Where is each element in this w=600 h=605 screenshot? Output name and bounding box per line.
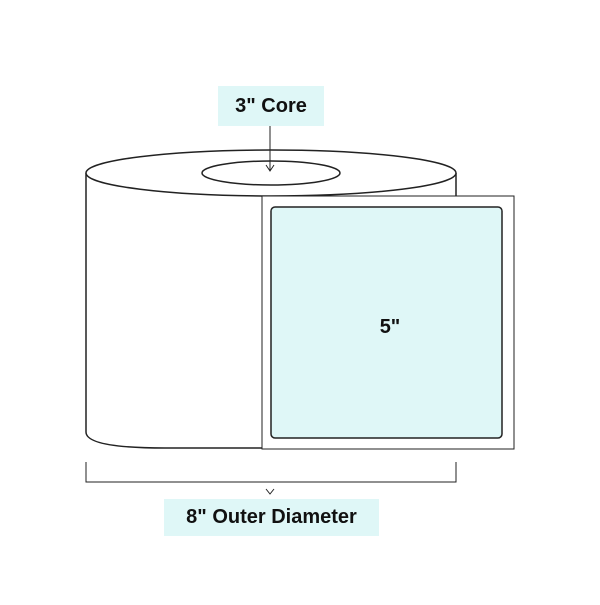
diameter-bracket [85, 462, 457, 483]
diameter-tick-icon [265, 488, 275, 495]
core-ellipse [201, 160, 341, 186]
core-label-text: 3" Core [235, 94, 307, 117]
label-rectangle [270, 206, 503, 439]
label-size-text: 5" [379, 315, 401, 338]
outer-diameter-label-text: 8" Outer Diameter [186, 506, 357, 528]
outer-diameter-label: 8" Outer Diameter [164, 499, 379, 536]
core-label: 3" Core [218, 86, 324, 126]
core-arrow-head [265, 164, 275, 172]
